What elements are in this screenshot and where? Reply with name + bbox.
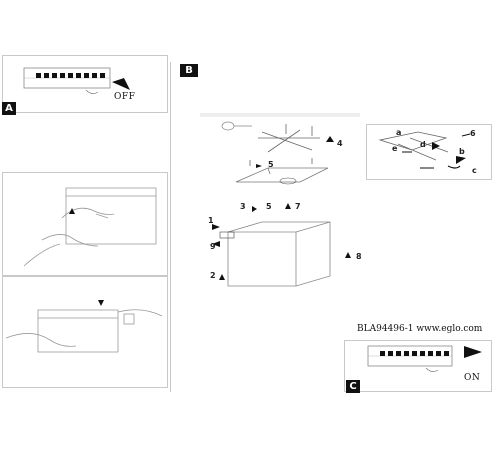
- detail-label-c: c: [472, 166, 477, 175]
- panel-a-switch-state: OFF: [114, 92, 136, 102]
- callout-4: 4: [337, 139, 343, 148]
- callout-1: 1: [208, 216, 214, 225]
- panel-c-badge: C: [346, 380, 360, 393]
- callout-9: 9: [210, 242, 216, 251]
- panel-a-frame: [2, 55, 168, 113]
- callout-2: 2: [210, 271, 216, 280]
- detail-label-b: b: [459, 147, 465, 156]
- panel-a-badge: A: [2, 102, 16, 115]
- panel-b-badge: B: [180, 64, 198, 77]
- detail-label-a: a: [396, 128, 402, 137]
- step-1-frame: [2, 172, 168, 276]
- detail-label-6: 6: [470, 129, 476, 138]
- product-code: BLA94496-1 www.eglo.com: [357, 324, 483, 334]
- panel-b-divider: [170, 62, 171, 392]
- callout-8: 8: [356, 252, 362, 261]
- detail-inset-frame: [366, 124, 492, 180]
- step-2-frame: [2, 276, 168, 388]
- callout-7: 7: [295, 202, 301, 211]
- callout-5: 5: [268, 160, 274, 169]
- callout-3: 3: [240, 202, 246, 211]
- panel-c-switch-state: ON: [464, 373, 481, 383]
- callout-5b: 5: [266, 202, 272, 211]
- detail-label-d: d: [420, 140, 426, 149]
- detail-label-e: e: [392, 144, 398, 153]
- panel-c-frame: [344, 340, 492, 392]
